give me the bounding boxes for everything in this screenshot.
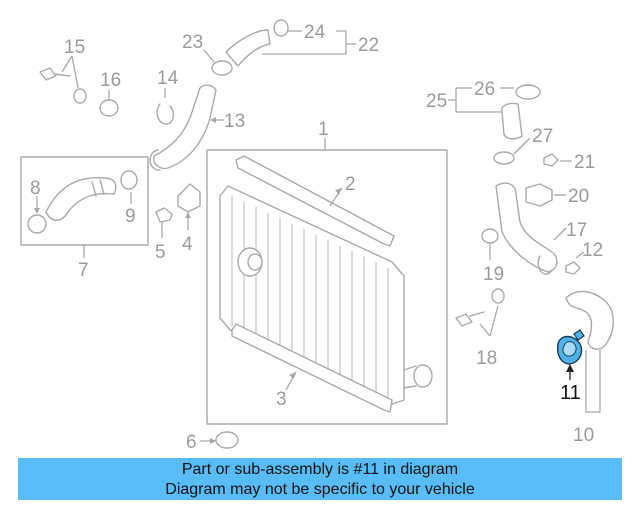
part-26-clamp[interactable] — [515, 84, 541, 100]
part-7-hose[interactable] — [45, 177, 117, 221]
callout-26[interactable]: 26 — [474, 79, 495, 100]
callout-24[interactable]: 24 — [304, 22, 326, 43]
callout-27[interactable]: 27 — [532, 126, 553, 147]
callout-4[interactable]: 4 — [182, 234, 193, 255]
banner-part-text: Part or sub-assembly is #11 in diagram — [181, 461, 459, 478]
part-9-ring[interactable] — [120, 170, 138, 190]
callout-8[interactable]: 8 — [30, 178, 41, 199]
part-25-pipe[interactable] — [501, 102, 523, 140]
part-20-sensor[interactable] — [525, 183, 553, 207]
part-11-clamp-highlighted[interactable] — [556, 329, 585, 365]
part-1-frame — [206, 149, 448, 425]
part-19-grommet[interactable] — [481, 228, 499, 244]
part-22-pipe[interactable] — [225, 29, 271, 67]
callout-22[interactable]: 22 — [358, 35, 379, 56]
callout-2[interactable]: 2 — [345, 174, 356, 195]
callout-25[interactable]: 25 — [426, 91, 447, 112]
callout-15[interactable]: 15 — [64, 37, 85, 58]
callout-9[interactable]: 9 — [125, 206, 136, 227]
info-banner: Part or sub-assembly is #11 in diagram D… — [18, 458, 622, 500]
part-2-seal[interactable] — [235, 155, 395, 247]
part-18-bolt[interactable] — [455, 288, 505, 327]
part-6-grommet[interactable] — [215, 431, 239, 449]
part-1-intercooler[interactable] — [219, 185, 433, 405]
callout-21[interactable]: 21 — [574, 152, 595, 173]
part-5-screw[interactable] — [155, 207, 173, 223]
callout-1[interactable]: 1 — [318, 119, 329, 140]
part-21-bolt[interactable] — [543, 153, 559, 167]
callout-19[interactable]: 19 — [483, 264, 504, 285]
part-15-bolts[interactable] — [39, 67, 87, 104]
part-4-bracket[interactable] — [177, 183, 201, 213]
callout-17[interactable]: 17 — [566, 220, 587, 241]
part-14-clip[interactable] — [156, 103, 175, 125]
callout-14[interactable]: 14 — [157, 68, 179, 89]
callout-7[interactable]: 7 — [78, 260, 89, 281]
callout-16[interactable]: 16 — [100, 70, 121, 91]
callout-18[interactable]: 18 — [476, 348, 497, 369]
part-12-clip[interactable] — [565, 261, 581, 275]
banner-disclaimer-text: Diagram may not be specific to your vehi… — [165, 481, 475, 498]
part-24-ring[interactable] — [273, 19, 289, 37]
callout-3[interactable]: 3 — [276, 389, 287, 410]
callout-6[interactable]: 6 — [186, 432, 197, 453]
part-10-hose[interactable] — [565, 290, 614, 350]
callout-5[interactable]: 5 — [155, 242, 166, 263]
callout-11[interactable]: 11 — [560, 382, 581, 404]
callout-20[interactable]: 20 — [568, 186, 589, 207]
part-8-clamp[interactable] — [27, 214, 47, 234]
part-3-seal[interactable] — [231, 323, 393, 413]
callout-23[interactable]: 23 — [182, 32, 203, 53]
part-27-clamp[interactable] — [493, 151, 515, 165]
part-23-clamp[interactable] — [211, 60, 233, 76]
part-13-pipe[interactable] — [153, 84, 217, 170]
part-16-nut[interactable] — [99, 99, 119, 117]
callout-10[interactable]: 10 — [573, 425, 594, 446]
callout-13[interactable]: 13 — [224, 111, 245, 132]
callout-12[interactable]: 12 — [582, 240, 603, 261]
part-17-pipe[interactable] — [495, 182, 558, 273]
